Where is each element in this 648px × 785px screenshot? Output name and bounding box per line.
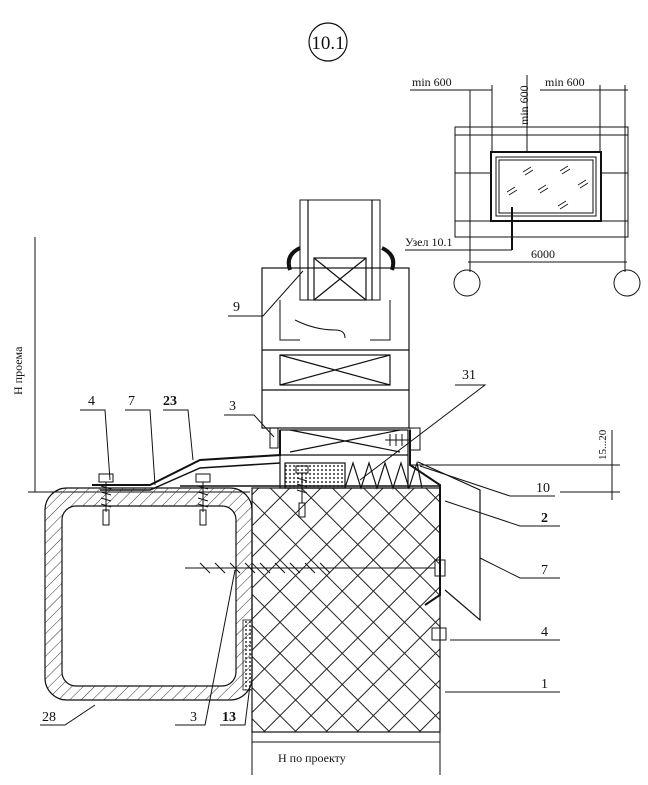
callout-7-top: 7	[128, 394, 135, 409]
callout-4-right: 4	[541, 625, 548, 640]
callout-3-top: 3	[229, 399, 236, 414]
callout-1: 1	[541, 677, 548, 692]
callout-13: 13	[222, 710, 236, 725]
title: 10.1	[311, 33, 344, 54]
dim-top-label: min 600	[517, 85, 531, 125]
callout-7-right: 7	[541, 563, 548, 578]
callout-3-bottom: 3	[190, 710, 197, 725]
callout-4-top: 4	[88, 394, 95, 409]
section-drawing	[28, 199, 620, 775]
title-bubble: 10.1	[308, 22, 348, 62]
opening-height-label: Н проема	[11, 346, 25, 395]
node-label: Узел 10.1	[405, 235, 453, 249]
callout-31: 31	[462, 368, 476, 383]
dim-right-label: min 600	[545, 75, 585, 89]
dim-left-label: min 600	[412, 75, 452, 89]
callouts: 9 31 3 4 7 23 10 2 7 4 1 28 3 13	[42, 300, 550, 725]
gap-dim-label: 15...20	[597, 429, 609, 460]
window-elevation	[405, 75, 641, 297]
callout-28: 28	[42, 710, 56, 725]
callout-23: 23	[163, 394, 177, 409]
callout-2: 2	[541, 511, 548, 526]
depth-label: Н по проекту	[278, 751, 346, 765]
span-label: 6000	[531, 247, 555, 261]
callout-9: 9	[233, 300, 240, 315]
callout-10: 10	[536, 481, 550, 496]
